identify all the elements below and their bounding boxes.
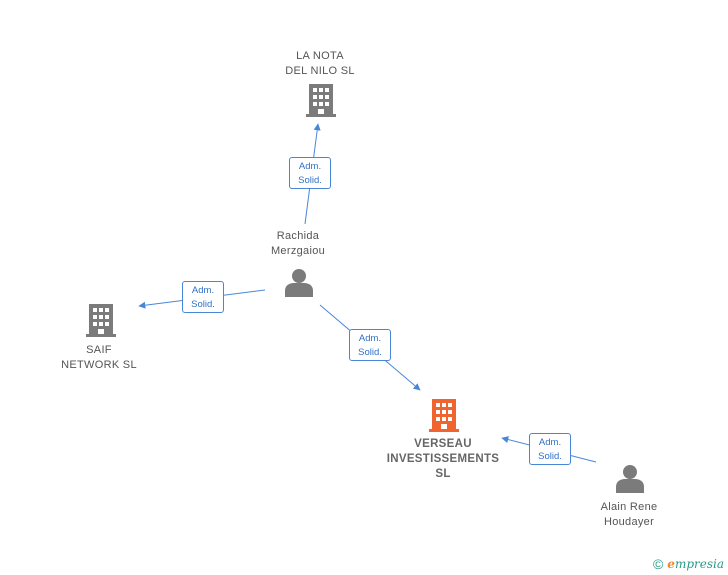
edge-label-alain-verseau: Adm. Solid. (529, 433, 571, 465)
person-icon (285, 269, 313, 297)
building-icon (306, 84, 336, 117)
brand-logo: empresia (667, 557, 724, 571)
node-label-verseau[interactable]: VERSEAU INVESTISSEMENTS SL (386, 438, 500, 480)
node-label-rachida[interactable]: Rachida Merzgaiou (270, 230, 326, 257)
edge-label-rachida-verseau: Adm. Solid. (349, 329, 391, 361)
node-label-la-nota[interactable]: LA NOTA DEL NILO SL (285, 50, 355, 77)
edge-label-rachida-saif: Adm. Solid. (182, 281, 224, 313)
copyright-icon: © (652, 556, 664, 572)
person-icon (616, 465, 644, 493)
footer-brand: © empresia (653, 556, 724, 572)
building-icon (86, 304, 116, 337)
building-icon (429, 399, 459, 432)
edge-label-rachida-la-nota: Adm. Solid. (289, 157, 331, 189)
node-label-alain[interactable]: Alain Rene Houdayer (600, 501, 658, 528)
node-label-saif[interactable]: SAIF NETWORK SL (61, 344, 137, 371)
